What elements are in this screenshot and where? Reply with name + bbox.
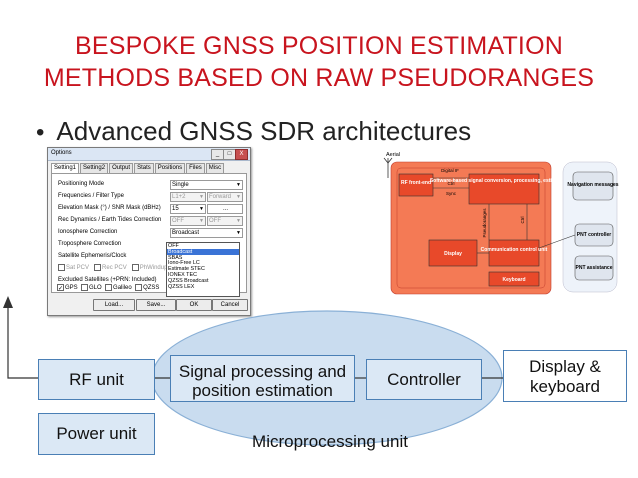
constellation-checkboxes: ✓GPS GLO Galileo QZSS bbox=[57, 284, 160, 292]
pnt-assistance-label: PNT assistance bbox=[576, 265, 613, 271]
slide-title-line1: BESPOKE GNSS POSITION ESTIMATION bbox=[75, 32, 563, 60]
row-label: Frequencies / Filter Type bbox=[58, 193, 124, 199]
row-label: Rec Dynamics / Earth Tides Correction bbox=[58, 217, 162, 223]
list-item[interactable]: QZSS LEX bbox=[168, 283, 195, 290]
list-item[interactable]: QZSS Broadcast bbox=[168, 277, 209, 284]
rec-dynamics-select[interactable]: OFF▼ bbox=[170, 216, 206, 226]
row-label: Satellite Ephemeris/Clock bbox=[58, 253, 127, 259]
rec-pcv-checkbox[interactable] bbox=[94, 264, 102, 271]
pnt-controller-label: PNT controller bbox=[577, 232, 612, 238]
row-label: Ionosphere Correction bbox=[58, 229, 118, 235]
digital-if-label: Digital IF bbox=[441, 168, 459, 173]
software-box bbox=[468, 173, 540, 205]
tab-misc[interactable]: Misc bbox=[205, 163, 225, 173]
sat-pcv-checkbox[interactable] bbox=[58, 264, 65, 271]
tab-files[interactable]: Files bbox=[186, 163, 205, 173]
sync-label: Sync bbox=[446, 191, 457, 196]
options-dialog: Options _ □ X Setting1 Setting2 Output S… bbox=[47, 147, 251, 316]
load-button[interactable]: Load... bbox=[93, 299, 135, 311]
snr-mask-button[interactable]: ... bbox=[207, 204, 243, 214]
galileo-checkbox[interactable] bbox=[105, 284, 113, 291]
phwindup-checkbox[interactable] bbox=[131, 264, 139, 271]
bullet-point: • Advanced GNSS SDR architectures bbox=[36, 116, 471, 147]
positioning-mode-select[interactable]: Single▼ bbox=[170, 180, 243, 190]
software-label: Software-based signal conversion, proces… bbox=[430, 178, 579, 184]
slide-title-line2: METHODS BASED ON RAW PSEUDORANGES bbox=[43, 64, 595, 92]
tab-stats[interactable]: Stats bbox=[134, 163, 154, 173]
list-item-selected[interactable]: Broadcast bbox=[167, 248, 239, 255]
list-item[interactable]: Iono-Free LC bbox=[168, 260, 200, 267]
navigation-messages-cylinder bbox=[572, 171, 614, 201]
ctrl-label: Ctrl bbox=[448, 181, 455, 186]
antenna-feed-line bbox=[7, 302, 38, 379]
elevation-mask-select[interactable]: 15▼ bbox=[170, 204, 206, 214]
keyboard-label: Keyboard bbox=[502, 277, 525, 283]
excluded-satellites-label: Excluded Satellites (+PRN: Included) bbox=[58, 277, 157, 283]
sdr-inner-border bbox=[396, 167, 546, 289]
bullet-dot-icon: • bbox=[36, 119, 45, 146]
display-keyboard-label: Display & keyboard bbox=[529, 357, 601, 396]
frequencies-select[interactable]: L1+2▼ bbox=[170, 192, 206, 202]
row-label: Positioning Mode bbox=[58, 181, 105, 187]
signal-processing-box: Signal processing and position estimatio… bbox=[170, 355, 355, 402]
list-item[interactable]: SBAS bbox=[168, 254, 183, 261]
earth-tides-select[interactable]: OFF▼ bbox=[207, 216, 243, 226]
gps-checkbox[interactable]: ✓ bbox=[57, 284, 64, 292]
filter-type-select[interactable]: Forward▼ bbox=[207, 192, 243, 202]
rf-unit-label: RF unit bbox=[69, 370, 124, 389]
tab-bar: Setting1 Setting2 Output Stats Positions… bbox=[51, 163, 225, 173]
comm-link bbox=[538, 234, 576, 249]
controller-label: Controller bbox=[387, 370, 461, 389]
tab-setting2[interactable]: Setting2 bbox=[80, 163, 109, 173]
ctrl2-label: Ctrl bbox=[520, 217, 525, 224]
glo-checkbox[interactable] bbox=[81, 284, 89, 291]
display-label: Display bbox=[444, 251, 462, 257]
rf-frontend-label: RF front-end bbox=[401, 180, 431, 186]
correction-checkboxes: Sat PCV Rec PCV PhWindup bbox=[58, 264, 167, 273]
power-unit-box: Power unit bbox=[38, 413, 155, 455]
sdr-architecture-diagram: Aerial RF front-end Software-based signa… bbox=[383, 152, 619, 295]
dialog-button-bar: Load... Save... OK Cancel bbox=[48, 299, 250, 311]
display-box bbox=[428, 239, 478, 267]
comm-control-label: Communication control unit bbox=[481, 247, 548, 253]
pnt-assistance-cylinder bbox=[574, 255, 614, 281]
list-item[interactable]: OFF bbox=[168, 243, 179, 249]
rf-frontend-box bbox=[398, 173, 434, 197]
arrowhead-icon bbox=[3, 296, 13, 308]
bullet-text: Advanced GNSS SDR architectures bbox=[56, 116, 472, 146]
comm-control-box bbox=[488, 239, 540, 267]
dialog-titlebar: Options _ □ X bbox=[48, 148, 250, 161]
qzss-checkbox[interactable] bbox=[135, 284, 143, 291]
tab-output[interactable]: Output bbox=[109, 163, 134, 173]
cancel-button[interactable]: Cancel bbox=[212, 299, 248, 311]
close-icon[interactable]: X bbox=[235, 149, 248, 160]
power-unit-label: Power unit bbox=[56, 424, 137, 443]
keyboard-box bbox=[488, 271, 540, 287]
ok-button[interactable]: OK bbox=[176, 299, 212, 311]
pseudoranges-label: Pseudoranges bbox=[482, 208, 487, 238]
ionosphere-dropdown-list: OFF Broadcast SBAS Iono-Free LC Estimate… bbox=[166, 242, 240, 297]
controller-box: Controller bbox=[366, 359, 482, 400]
rf-unit-box: RF unit bbox=[38, 359, 155, 400]
ionosphere-select[interactable]: Broadcast▼ bbox=[170, 228, 243, 238]
save-button[interactable]: Save... bbox=[136, 299, 176, 311]
aerial-label: Aerial bbox=[386, 152, 400, 158]
display-keyboard-box: Display & keyboard bbox=[503, 350, 627, 402]
microprocessing-unit-label: Microprocessing unit bbox=[252, 432, 408, 451]
tab-setting1[interactable]: Setting1 bbox=[51, 163, 80, 173]
dialog-title: Options bbox=[51, 150, 72, 156]
signal-processing-label: Signal processing and position estimatio… bbox=[178, 362, 347, 400]
list-item[interactable]: Estimate STEC bbox=[168, 266, 205, 273]
tab-positions[interactable]: Positions bbox=[154, 163, 186, 173]
row-label: Troposphere Correction bbox=[58, 241, 122, 247]
navigation-messages-label: Navigation messages bbox=[567, 182, 618, 188]
list-item[interactable]: IONEX TEC bbox=[168, 271, 197, 278]
row-label: Elevation Mask (°) / SNR Mask (dBHz) bbox=[58, 205, 161, 211]
